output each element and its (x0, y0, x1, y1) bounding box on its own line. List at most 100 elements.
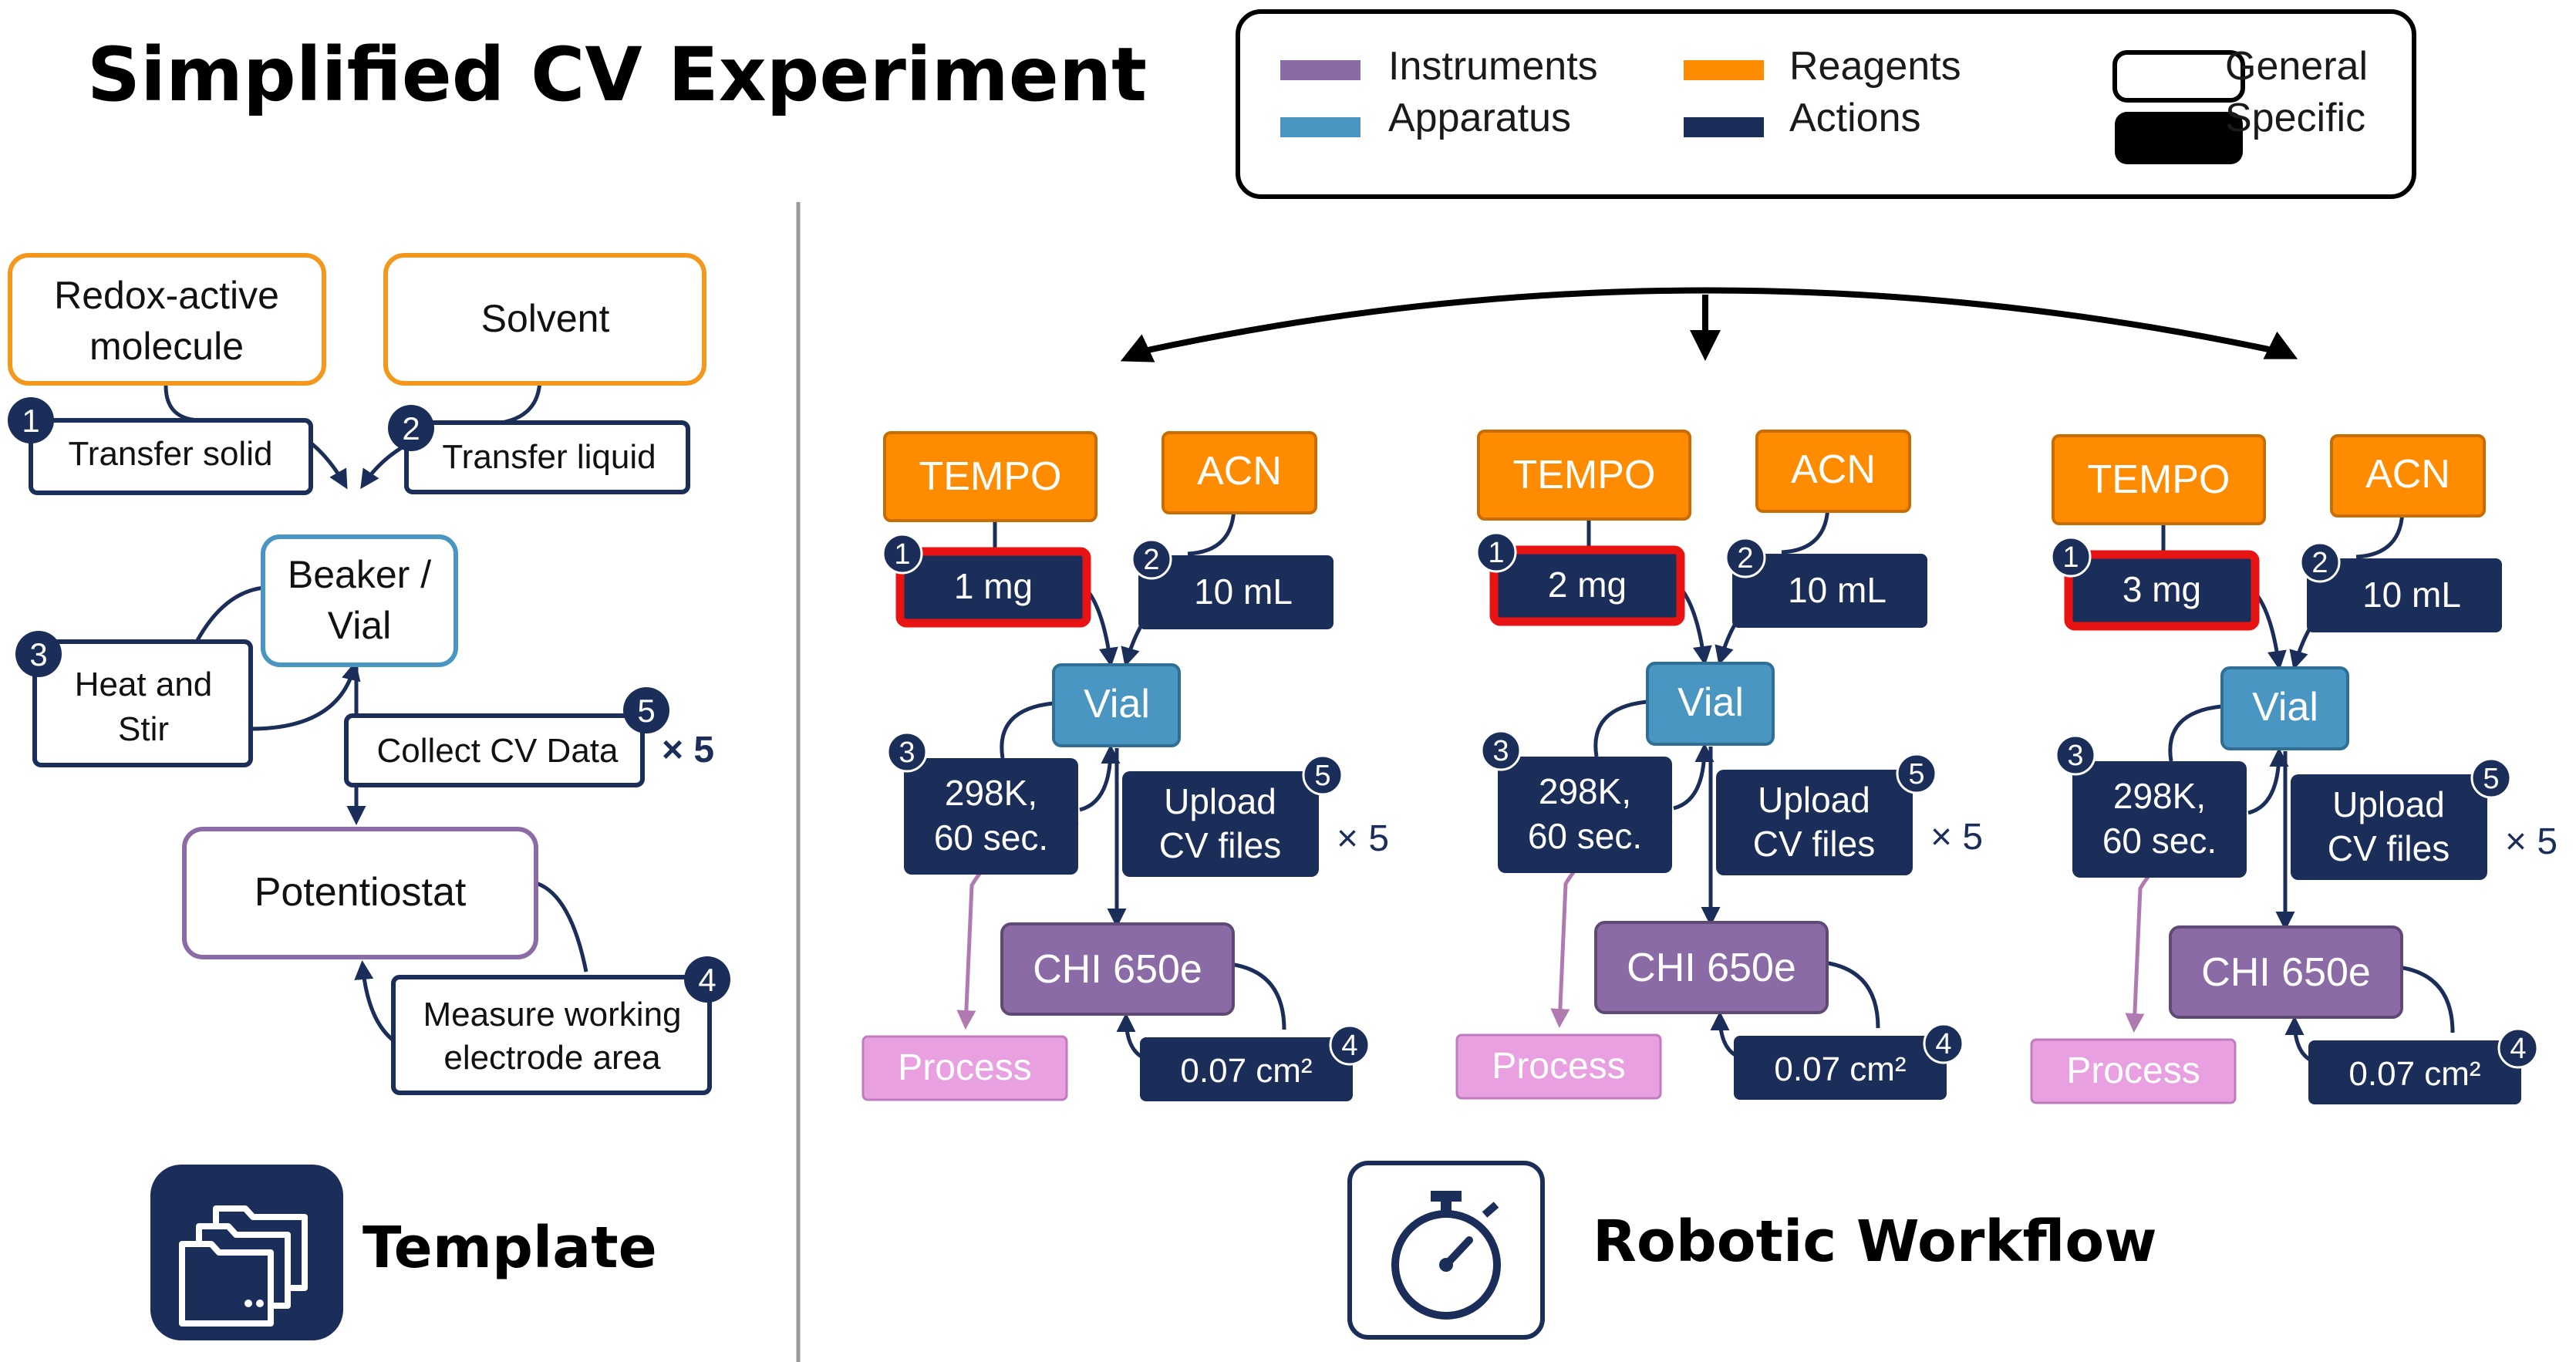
run-badge-3: 3 (2055, 734, 2096, 776)
run-conditions-label-1: 298K, (945, 773, 1037, 813)
run-volume-label: 10 mL (1194, 571, 1293, 612)
run-area-label: 0.07 cm² (1180, 1052, 1312, 1090)
run-conditions-label-1: 298K, (2113, 776, 2206, 816)
run-instrument-label: CHI 650e (2201, 950, 2371, 995)
template-step-measure-area-label-1: Measure working (423, 996, 681, 1033)
run-vessel-label: Vial (2252, 685, 2318, 730)
run-badge-3: 3 (886, 731, 928, 773)
run-vessel-box (2220, 666, 2349, 750)
template-apparatus-label-2: Vial (328, 604, 391, 647)
run-badge-5: 5 (1302, 754, 1344, 796)
template-step-transfer-solid (29, 418, 313, 495)
legend-swatch-actions (1684, 117, 1764, 137)
template-instrument-box (182, 827, 538, 959)
template-apparatus-box (261, 534, 458, 667)
run-conditions-box (904, 758, 1078, 875)
run-reagent-label: TEMPO (919, 454, 1062, 499)
run-upload-label-1: Upload (1758, 780, 1870, 820)
run-process-box (2030, 1038, 2237, 1104)
svg-text:3: 3 (1492, 735, 1509, 767)
svg-text:5: 5 (1314, 760, 1330, 792)
run-badge-2: 2 (1131, 538, 1172, 580)
svg-text:4: 4 (1935, 1028, 1951, 1060)
run-badge-2: 2 (1725, 537, 1766, 578)
run-solvent-box (2330, 434, 2486, 517)
run-repeat-label: × 5 (2505, 821, 2557, 862)
run-solvent-label: ACN (2365, 452, 2450, 497)
run-vessel-label: Vial (1677, 680, 1744, 725)
svg-text:5: 5 (2483, 763, 2499, 795)
template-reagent-label-2: molecule (89, 325, 244, 368)
run-vessel-box (1646, 662, 1775, 746)
run-area-label: 0.07 cm² (1774, 1050, 1906, 1088)
template-badge-1: 1 (8, 397, 54, 443)
run-area-box (1140, 1037, 1353, 1101)
legend-swatch-general (2112, 50, 2245, 103)
svg-text:4: 4 (2510, 1033, 2526, 1065)
run-instrument-box (1594, 921, 1829, 1014)
template-step-transfer-liquid-label: Transfer liquid (442, 438, 656, 476)
run-upload-label-1: Upload (1164, 781, 1276, 821)
svg-text:4: 4 (698, 962, 716, 998)
run-reagent-box (883, 431, 1097, 522)
legend: Instruments Apparatus Reagents Actions G… (1236, 9, 2416, 199)
svg-text:3: 3 (2067, 740, 2083, 772)
run-instrument-box (2169, 925, 2403, 1019)
run-solvent-label: ACN (1197, 449, 1282, 494)
svg-text:5: 5 (637, 693, 655, 729)
run-badge-5: 5 (2470, 757, 2512, 799)
page-title: Simplified CV Experiment (87, 32, 1147, 118)
run-solvent-label: ACN (1791, 447, 1876, 492)
legend-swatch-instruments (1280, 60, 1360, 80)
run-badge-1: 1 (2050, 536, 2092, 578)
template-badge-5: 5 (623, 687, 669, 733)
run-mass-box (895, 547, 1091, 628)
run-conditions-label-2: 60 sec. (1528, 816, 1642, 856)
workflow-branch-arrows (1120, 287, 2298, 362)
run-process-label: Process (1492, 1046, 1625, 1087)
svg-text:5: 5 (1908, 758, 1924, 791)
template-solvent-box (383, 253, 706, 386)
template-badge-4: 4 (684, 956, 730, 1003)
run-upload-box (1122, 771, 1319, 877)
svg-text:1: 1 (1488, 537, 1504, 569)
run-solvent-box (1755, 430, 1911, 513)
template-solvent-label: Solvent (481, 297, 610, 340)
run-instrument-label: CHI 650e (1627, 946, 1796, 990)
legend-label-apparatus: Apparatus (1388, 96, 1571, 140)
run-solvent-box (1162, 431, 1317, 514)
svg-text:2: 2 (1143, 544, 1159, 576)
svg-text:1: 1 (2062, 541, 2079, 574)
legend-label-specific: Specific (2225, 96, 2365, 140)
run-volume-box (2307, 558, 2502, 632)
svg-text:1: 1 (894, 538, 910, 571)
run-conditions-box (1498, 757, 1672, 873)
template-folder-icon (150, 1165, 343, 1340)
run-upload-label-2: CV files (1753, 824, 1875, 864)
run-reagent-label: TEMPO (1513, 453, 1656, 497)
svg-text:1: 1 (22, 403, 39, 439)
legend-label-general: General (2225, 44, 2368, 89)
svg-text:3: 3 (899, 737, 915, 769)
run-conditions-label-2: 60 sec. (2102, 821, 2217, 861)
template-step-transfer-liquid (404, 420, 690, 494)
legend-label-reagents: Reagents (1789, 44, 1961, 89)
legend-swatch-specific (2115, 112, 2243, 164)
template-step-heat-stir (32, 639, 253, 767)
template-step-collect-cv-label: Collect CV Data (376, 732, 619, 770)
run-reagent-box (2052, 434, 2266, 525)
run-badge-5: 5 (1896, 753, 1937, 794)
run-mass-label: 2 mg (1548, 565, 1627, 605)
run-process-label: Process (2066, 1050, 2200, 1091)
run-badge-2: 2 (2299, 541, 2341, 583)
run-badge-4: 4 (1329, 1024, 1371, 1066)
svg-text:3: 3 (29, 636, 47, 673)
run-vessel-label: Vial (1084, 682, 1150, 727)
template-step-measure-area (391, 975, 712, 1095)
template-step-heat-stir-label-1: Heat and (75, 666, 213, 703)
run-process-box (861, 1035, 1068, 1101)
run-reagent-box (1477, 430, 1691, 521)
